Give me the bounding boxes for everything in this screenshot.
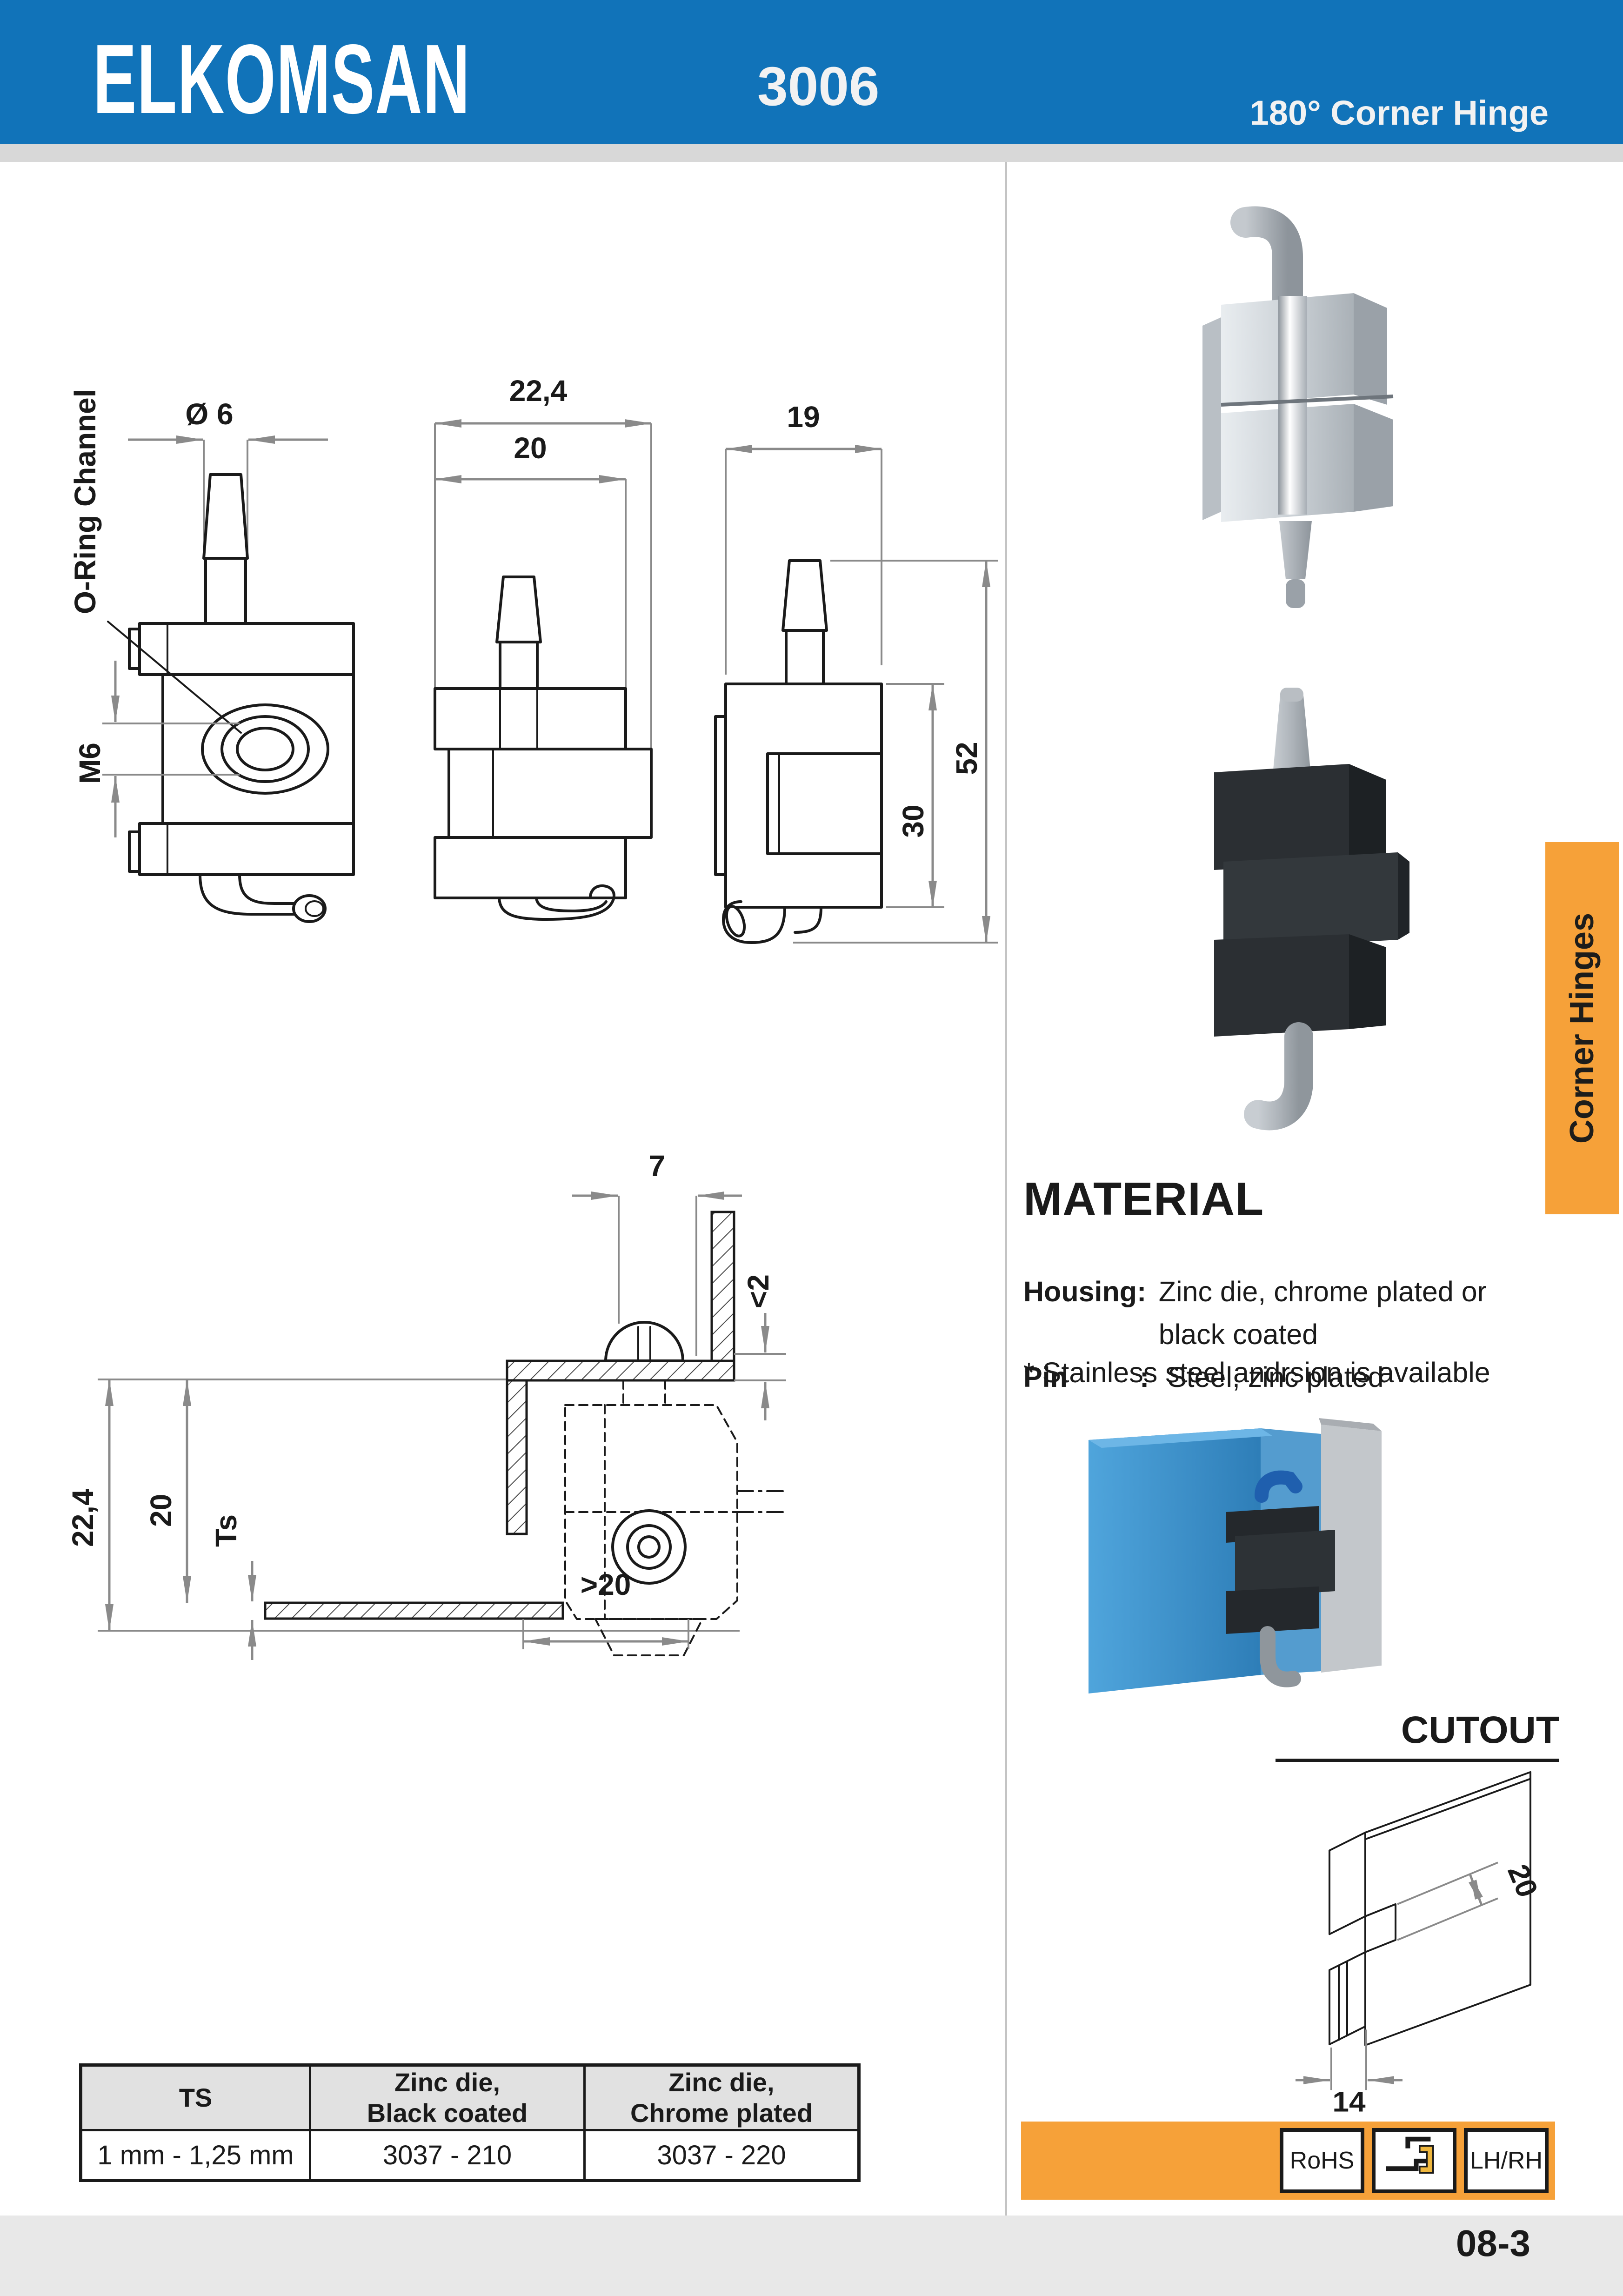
material-section: MATERIAL Housing : Zinc die, chrome plat…	[1023, 1172, 1544, 1399]
photo-installed-hinge	[1089, 1418, 1382, 1694]
section-tab-corner-hinges: Corner Hinges	[1545, 842, 1619, 1214]
photo-chrome-hinge	[1202, 206, 1394, 608]
dim-gap: <2	[741, 1274, 775, 1308]
product-title: 180° Corner Hinge	[1249, 94, 1549, 132]
table-header-line: Zinc die,	[668, 2068, 775, 2097]
hinge-mount-icon	[1386, 2136, 1434, 2174]
label-oring-channel: O-Ring Channel	[68, 389, 102, 614]
hinge-mount-icon-badge	[1372, 2128, 1456, 2193]
dim-thread: M6	[73, 743, 107, 784]
material-row-pin: Pin : Steel, zinc plated	[1023, 1356, 1544, 1399]
page-number: 08-3	[1456, 2222, 1530, 2264]
dim-slot-width: 14	[1332, 2086, 1365, 2118]
dim-diameter: Ø 6	[185, 397, 233, 431]
material-row-housing: Housing : Zinc die, chrome plated or bla…	[1023, 1270, 1544, 1356]
dim-mount-outer: 22,4	[66, 1489, 100, 1547]
dim-offset: 7	[648, 1149, 665, 1183]
brand-logo: ELKOMSAN	[93, 24, 471, 134]
dim-body-height: 30	[896, 804, 930, 837]
drawing-side-view: 19 30 52	[714, 400, 998, 944]
dim-outer-width: 22,4	[509, 374, 568, 408]
material-value: Steel, zinc plated	[1168, 1361, 1384, 1393]
dim-total-height: 52	[950, 742, 983, 775]
cell-part-chrome: 3037 - 220	[583, 2129, 860, 2182]
material-title: MATERIAL	[1023, 1173, 1264, 1225]
column-divider	[1005, 162, 1007, 2216]
table-header-line: Chrome plated	[630, 2098, 813, 2128]
header-substrip	[0, 144, 1623, 162]
cell-part-black: 3037 - 210	[309, 2129, 586, 2182]
dim-min-depth: >20	[581, 1568, 631, 1601]
table-header-line: Black coated	[367, 2098, 528, 2128]
lhrh-badge: LH/RH	[1464, 2128, 1549, 2193]
cell-ts-range: 1 mm - 1,25 mm	[80, 2129, 311, 2182]
table-header-line: Zinc die,	[394, 2068, 501, 2097]
rohs-badge: RoHS	[1280, 2128, 1364, 2193]
drawing-top-view: 22,4 20	[434, 374, 653, 921]
material-note: * Stainless steel andrsion is available	[1023, 1357, 1490, 1388]
material-colon: :	[1136, 1276, 1147, 1307]
dim-depth: 19	[787, 400, 820, 434]
footer-bar: 08-3	[0, 2216, 1623, 2296]
material-value: Zinc die, chrome plated or black coated	[1158, 1276, 1487, 1350]
part-number-table: TS Zinc die, Black coated Zinc die, Chro…	[79, 2063, 861, 2182]
dim-mount-inner: 20	[144, 1494, 178, 1527]
header-bar: ELKOMSAN 3006 180° Corner Hinge	[0, 0, 1623, 144]
material-label: Pin	[1023, 1361, 1068, 1393]
certification-strip: RoHS LH/RH	[1021, 2122, 1555, 2200]
dim-panel-thickness: Ts	[209, 1514, 243, 1547]
drawing-front-view: Ø 6 O-Ring Channel M6	[68, 389, 355, 923]
lhrh-label: LH/RH	[1469, 2147, 1543, 2174]
material-colon: :	[1140, 1361, 1149, 1393]
drawing-cutout: 20 14	[1296, 1771, 1544, 2118]
section-tab-label: Corner Hinges	[1563, 912, 1601, 1144]
cutout-title: CUTOUT	[1276, 1708, 1559, 1762]
photo-black-hinge	[1214, 688, 1409, 1131]
drawing-mount-section: 22,4 20 Ts 7 <2	[66, 1149, 789, 1660]
table-row: 1 mm - 1,25 mm 3037 - 210 3037 - 220	[80, 2129, 860, 2182]
material-label: Housing	[1023, 1276, 1137, 1307]
table-header-chrome: Zinc die, Chrome plated	[583, 2063, 860, 2132]
table-header-ts: TS	[80, 2063, 311, 2132]
table-header-black: Zinc die, Black coated	[309, 2063, 586, 2132]
rohs-label: RoHS	[1289, 2147, 1355, 2174]
model-number: 3006	[757, 56, 880, 117]
dim-inner-width: 20	[514, 431, 547, 465]
